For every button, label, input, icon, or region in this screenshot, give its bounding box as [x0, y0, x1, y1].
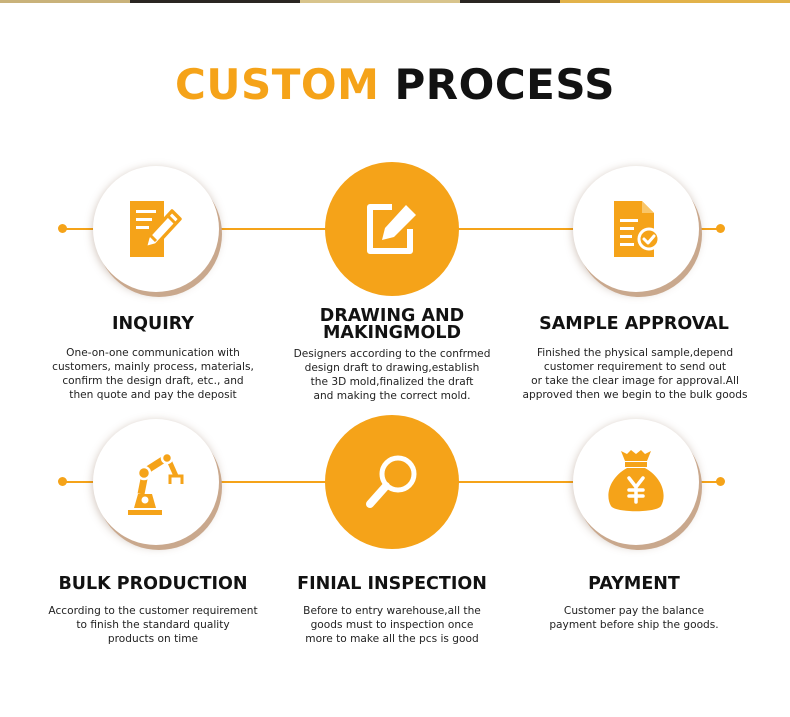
step-sample-approval-circle: [573, 166, 699, 292]
magnifier-icon: [366, 455, 417, 508]
description-line: payment before ship the goods.: [549, 619, 719, 631]
description-line: more to make all the pcs is good: [305, 633, 479, 645]
approved-document-icon: [614, 201, 661, 257]
row1-right-dot: [716, 224, 725, 233]
top-image-strip: [0, 0, 790, 3]
description-line: confirm the design draft, etc., and: [62, 375, 244, 387]
step-sample-approval-description: Finished the physical sample,depend cust…: [512, 346, 758, 402]
description-line: to finish the standard quality: [76, 619, 230, 631]
step-payment-description: Customer pay the balance payment before …: [514, 604, 754, 632]
step-inquiry-description: One-on-one communication with customers,…: [33, 346, 273, 402]
title-line: MAKINGMOLD: [322, 323, 461, 343]
step-drawing-circle: [325, 162, 459, 296]
title-accent-word: CUSTOM: [175, 60, 380, 109]
description-line: customers, mainly process, materials,: [52, 361, 254, 373]
description-line: approved then we begin to the bulk goods: [522, 389, 748, 401]
description-line: goods must to inspection once: [310, 619, 474, 631]
step-drawing-description: Designers according to the confrmed desi…: [272, 347, 512, 403]
title-line: DRAWING AND: [319, 306, 465, 326]
step-payment-title: PAYMENT: [588, 574, 680, 594]
step-inspection-title: FINIAL INSPECTION: [297, 574, 487, 594]
description-line: the 3D mold,finalized the draft: [310, 376, 474, 388]
money-bag-yen-icon: [608, 450, 664, 512]
row2-left-dot: [58, 477, 67, 486]
description-line: customer requirement to send out: [543, 361, 727, 373]
robotic-arm-icon: [128, 451, 184, 515]
row1-left-dot: [58, 224, 67, 233]
title-main-word: PROCESS: [394, 60, 615, 109]
description-line: products on time: [107, 633, 199, 645]
step-drawing-title: DRAWING AND MAKINGMOLD: [282, 306, 502, 343]
step-inspection-description: Before to entry warehouse,all the goods …: [272, 604, 512, 646]
description-line: Finished the physical sample,depend: [536, 347, 734, 359]
description-line: Customer pay the balance: [563, 605, 705, 617]
edit-square-icon: [367, 204, 416, 254]
step-bulk-production-title: BULK PRODUCTION: [58, 574, 248, 594]
step-inspection-circle: [325, 415, 459, 549]
step-bulk-production-description: According to the customer requirement to…: [28, 604, 278, 646]
step-inquiry-title: INQUIRY: [112, 314, 194, 334]
document-pencil-icon: [130, 201, 182, 257]
description-line: One-on-one communication with: [66, 347, 240, 359]
description-line: and making the correct mold.: [313, 390, 471, 402]
description-line: Designers according to the confrmed: [293, 348, 491, 360]
step-bulk-production-circle: [93, 419, 219, 545]
page-title: CUSTOM PROCESS: [0, 60, 790, 109]
step-inquiry-circle: [93, 166, 219, 292]
description-line: then quote and pay the deposit: [69, 389, 237, 401]
description-line: According to the customer requirement: [48, 605, 258, 617]
description-line: Before to entry warehouse,all the: [303, 605, 481, 617]
description-line: or take the clear image for approval.All: [531, 375, 739, 387]
row2-right-dot: [716, 477, 725, 486]
step-sample-approval-title: SAMPLE APPROVAL: [539, 314, 729, 334]
step-payment-circle: [573, 419, 699, 545]
description-line: design draft to drawing,establish: [304, 362, 480, 374]
